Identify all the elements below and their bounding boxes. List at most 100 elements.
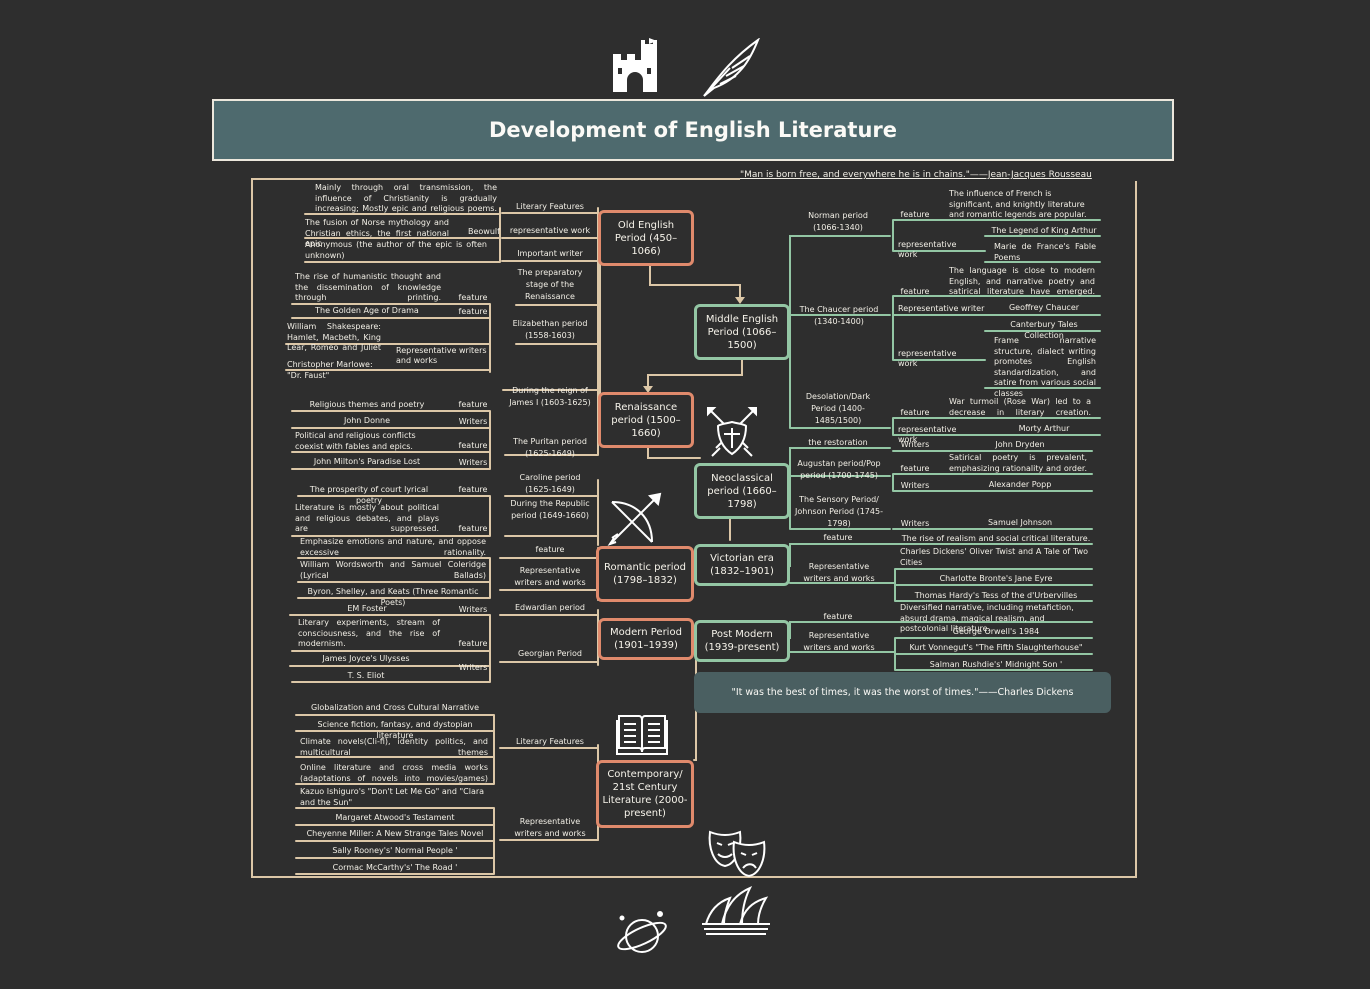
middle-norman-work-label: representative work (898, 240, 957, 259)
renaissance-eliz-writer-1: William Shakespeare: Hamlet, Macbeth, Ki… (287, 322, 381, 352)
node-modern[interactable]: Modern Period (1901–1939) (598, 618, 694, 660)
modern-georgian-label: Georgian Period (518, 649, 582, 658)
neo-sensory-writers-label: Writers (900, 519, 930, 528)
node-old-english[interactable]: Old English Period (450–1066) (598, 210, 694, 266)
middle-chaucer-label: The Chaucer period (1340-1400) (799, 305, 879, 326)
middle-chaucer-work-2: Frame narrative structure, dialect writi… (994, 336, 1096, 398)
middle-desolation-work: Morty Arthur (1018, 424, 1070, 433)
victorian-writer-2: Charlotte Bronte's Jane Eyre (939, 574, 1053, 583)
node-romantic[interactable]: Romantic period (1798–1832) (596, 546, 694, 602)
renaissance-prep-feature-label: feature (458, 293, 488, 302)
romantic-writer-2: Byron, Shelley, and Keats (Three Romanti… (307, 587, 479, 607)
node-contemporary[interactable]: Contemporary/ 21st Century Literature (2… (596, 760, 694, 828)
romantic-writers-label: Representative writers and works (514, 566, 586, 587)
post-modern-writer-3: Salman Rushdie's' Midnight Son ' (929, 660, 1063, 669)
renaissance-eliz-writer-2: Christopher Marlowe: "Dr. Faust" (287, 360, 373, 380)
page-title: Development of English Literature (212, 99, 1174, 161)
renaissance-puritan-feature-text: Political and religious conflicts coexis… (295, 431, 416, 451)
renaissance-eliz-feature-label: feature (458, 307, 488, 316)
renaissance-eliz-feature-text: The Golden Age of Drama (315, 306, 419, 315)
neo-augustan-label: Augustan period/Pop period (1700-1745) (797, 459, 881, 480)
victorian-feature-text: The rise of realism and social critical … (901, 534, 1091, 543)
middle-chaucer-writer-label: Representative writer (898, 304, 985, 313)
victorian-feature-label: feature (823, 533, 853, 542)
opera-house-icon (700, 880, 772, 940)
renaissance-prep-label: The preparatory stage of the Renaissance (517, 268, 583, 301)
node-neoclassical[interactable]: Neoclassical period (1660–1798) (694, 463, 790, 519)
contemporary-writer-4: Sally Rooney's' Normal People ' (332, 846, 458, 855)
contemporary-features-label: Literary Features (516, 737, 584, 746)
renaissance-caroline-label: Caroline period (1625-1649) (519, 473, 581, 494)
contemporary-feature-3: Climate novels(Cli-fi), identity politic… (300, 737, 488, 757)
neo-restoration-label: the restoration (808, 438, 868, 447)
contemporary-feature-1: Globalization and Cross Cultural Narrati… (310, 703, 480, 712)
renaissance-james-label: During the reign of James I (1603-1625) (509, 386, 591, 407)
post-modern-feature-text: Diversified narrative, including metafic… (900, 603, 1074, 633)
renaissance-puritan-label: The Puritan period (1625-1649) (513, 437, 587, 458)
bow-arrow-icon (606, 492, 664, 552)
old-english-lit-features-text: Mainly through oral transmission, the in… (315, 183, 497, 213)
middle-norman-label: Norman period (1066-1340) (808, 211, 868, 232)
middle-desolation-feature-label: feature (900, 408, 930, 417)
middle-desolation-label: Desolation/Dark Period (1400-1485/1500) (805, 392, 871, 425)
middle-desolation-work-label: representative work (898, 425, 957, 444)
old-english-writer-label: Important writer (517, 249, 583, 258)
node-middle-english[interactable]: Middle English Period (1066–1500) (694, 304, 790, 360)
middle-desolation-feature-text: War turmoil (Rose War) led to a decrease… (949, 397, 1091, 417)
romantic-feature-text: Emphasize emotions and nature, and oppos… (300, 537, 486, 557)
neo-restoration-writers-label: Writers (900, 440, 930, 449)
renaissance-republic-feature-label: feature (458, 524, 488, 533)
modern-georgian-feature-text: Literary experiments, stream of consciou… (298, 618, 440, 648)
node-renaissance[interactable]: Renaissance period (1500–1660) (598, 392, 694, 448)
middle-chaucer-feature-text: The language is close to modern English,… (949, 266, 1095, 296)
old-english-lit-features-label: Literary Features (516, 202, 584, 211)
modern-edwardian-writers-label: Writers (458, 605, 488, 614)
neo-augustan-feature-text: Satirical poetry is prevalent, emphasizi… (949, 453, 1087, 473)
contemporary-writer-3: Cheyenne Miller: A New Strange Tales Nov… (306, 829, 484, 838)
node-victorian[interactable]: Victorian era (1832–1901) (694, 544, 790, 586)
old-english-rep-work-name: Beowulf (468, 227, 500, 236)
renaissance-republic-label: During the Republic period (1649-1660) (510, 499, 590, 520)
post-modern-writer-1: George Orwell's 1984 (952, 627, 1040, 636)
contemporary-writers-label: Representative writers and works (514, 817, 586, 838)
open-book-icon (615, 712, 669, 760)
old-english-rep-work-label: representative work (509, 226, 591, 235)
victorian-writer-3: Thomas Hardy's Tess of the d'Urbervilles (914, 591, 1078, 600)
old-english-rep-work-text: The fusion of Norse mythology and Christ… (305, 218, 449, 248)
romantic-writer-1: William Wordsworth and Samuel Coleridge … (300, 560, 486, 580)
diagram-frame (251, 178, 1137, 878)
renaissance-caroline-feature-label: feature (458, 485, 488, 494)
renaissance-james-writers-label: Writers (458, 417, 488, 426)
theater-masks-icon (706, 828, 766, 882)
renaissance-james-writer: John Donne (343, 416, 391, 425)
neo-sensory-writer: Samuel Johnson (987, 518, 1053, 527)
modern-georgian-writers-label: Writers (458, 663, 488, 672)
modern-edwardian-label: Edwardian period (514, 603, 586, 612)
renaissance-james-feature-label: feature (458, 400, 488, 409)
contemporary-writer-1: Kazuo Ishiguro's "Don't Let Me Go" and "… (300, 787, 485, 807)
renaissance-eliz-label: Elizabethan period (1558-1603) (512, 319, 588, 340)
contemporary-writer-5: Cormac McCarthy's' The Road ' (332, 863, 458, 872)
neo-sensory-label: The Sensory Period/ Johnson Period (1745… (795, 495, 883, 528)
neo-augustan-writer: Alexander Popp (988, 480, 1052, 489)
neo-restoration-writer: John Dryden (995, 440, 1045, 449)
renaissance-puritan-writers-label: Writers (458, 458, 488, 467)
victorian-writers-label: Representative writers and works (803, 562, 875, 583)
crossed-swords-shield-icon (704, 404, 760, 464)
renaissance-puritan-feature-label: feature (458, 441, 488, 450)
romantic-feature-label: feature (535, 545, 565, 554)
arrow-heads (643, 297, 745, 393)
renaissance-caroline-feature-text: The prosperity of court lyrical poetry (309, 485, 429, 505)
renaissance-puritan-writer: John Milton's Paradise Lost (313, 457, 421, 466)
modern-edwardian-writer: EM Foster (347, 604, 387, 613)
feather-quill-icon (700, 37, 762, 102)
node-post-modern[interactable]: Post Modern (1939-present) (694, 620, 790, 662)
middle-norman-feature-label: feature (900, 210, 930, 219)
quote-rousseau: "Man is born free, and everywhere he is … (740, 170, 1140, 181)
left-branch-lines (285, 207, 604, 875)
contemporary-feature-4: Online literature and cross media works … (300, 763, 488, 783)
victorian-writer-1: Charles Dickens' Oliver Twist and A Tale… (900, 547, 1088, 567)
post-modern-writer-2: Kurt Vonnegut's "The Fifth Slaughterhous… (909, 643, 1083, 652)
middle-norman-work-2: Marie de France's Fable Poems (994, 242, 1096, 262)
